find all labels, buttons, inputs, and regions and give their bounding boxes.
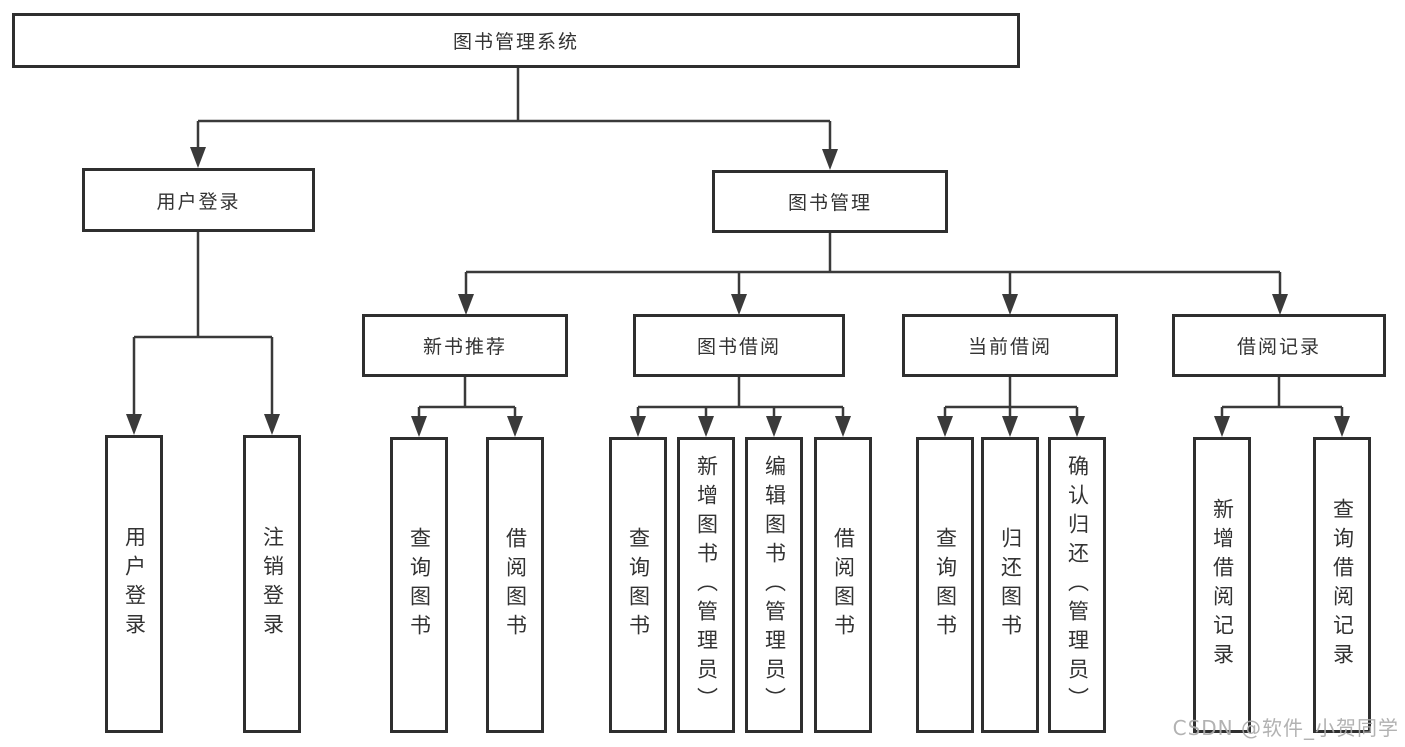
leaf-edit-book-admin: 编辑图书（管理员）	[745, 437, 803, 733]
leaf-user-login: 用户登录	[105, 435, 163, 733]
node-current-borrow-label: 当前借阅	[967, 336, 1052, 358]
leaf-recommend-query-book: 查询图书	[390, 437, 448, 733]
node-book-management-branch-label: 图书管理	[787, 192, 872, 214]
leaf-recommend-borrow-book: 借阅图书	[486, 437, 544, 733]
leaf-logout-label: 注销登录	[260, 526, 285, 642]
csdn-watermark: CSDN @软件_小贺同学	[1172, 716, 1399, 740]
node-user-login-branch-label: 用户登录	[156, 190, 241, 213]
connector-lines	[132, 68, 1344, 421]
node-borrow-record-label: 借阅记录	[1236, 336, 1321, 358]
leaf-current-query-book-label: 查询图书	[933, 527, 958, 643]
leaf-confirm-return-admin-label: 确认归还（管理员）	[1065, 454, 1090, 716]
node-current-borrow: 当前借阅	[902, 314, 1118, 377]
leaf-add-borrow-record: 新增借阅记录	[1193, 437, 1251, 733]
leaf-borrow-book: 借阅图书	[814, 437, 872, 733]
leaf-borrow-query-book-label: 查询图书	[626, 527, 651, 643]
leaf-return-book: 归还图书	[981, 437, 1039, 733]
leaf-edit-book-admin-label: 编辑图书（管理员）	[762, 454, 787, 716]
leaf-return-book-label: 归还图书	[998, 527, 1023, 643]
leaf-logout: 注销登录	[243, 435, 301, 733]
leaf-query-borrow-record: 查询借阅记录	[1313, 437, 1371, 733]
node-borrow-record: 借阅记录	[1172, 314, 1386, 377]
leaf-borrow-book-label: 借阅图书	[831, 527, 856, 643]
leaf-user-login-label: 用户登录	[122, 526, 147, 642]
leaf-current-query-book: 查询图书	[916, 437, 974, 733]
leaf-recommend-borrow-book-label: 借阅图书	[503, 527, 528, 643]
leaf-add-borrow-record-label: 新增借阅记录	[1210, 498, 1235, 672]
node-book-borrow-label: 图书借阅	[696, 336, 781, 358]
leaf-recommend-query-book-label: 查询图书	[407, 527, 432, 643]
leaf-add-book-admin: 新增图书（管理员）	[677, 437, 735, 733]
node-book-borrow: 图书借阅	[633, 314, 845, 377]
leaf-add-book-admin-label: 新增图书（管理员）	[694, 454, 719, 716]
node-new-book-recommend-label: 新书推荐	[422, 336, 507, 358]
leaf-query-borrow-record-label: 查询借阅记录	[1330, 498, 1355, 672]
node-root: 图书管理系统	[12, 13, 1020, 68]
leaf-confirm-return-admin: 确认归还（管理员）	[1048, 437, 1106, 733]
node-book-management-branch: 图书管理	[712, 170, 948, 233]
node-user-login-branch: 用户登录	[82, 168, 315, 232]
node-root-label: 图书管理系统	[452, 31, 579, 53]
leaf-borrow-query-book: 查询图书	[609, 437, 667, 733]
node-new-book-recommend: 新书推荐	[362, 314, 568, 377]
